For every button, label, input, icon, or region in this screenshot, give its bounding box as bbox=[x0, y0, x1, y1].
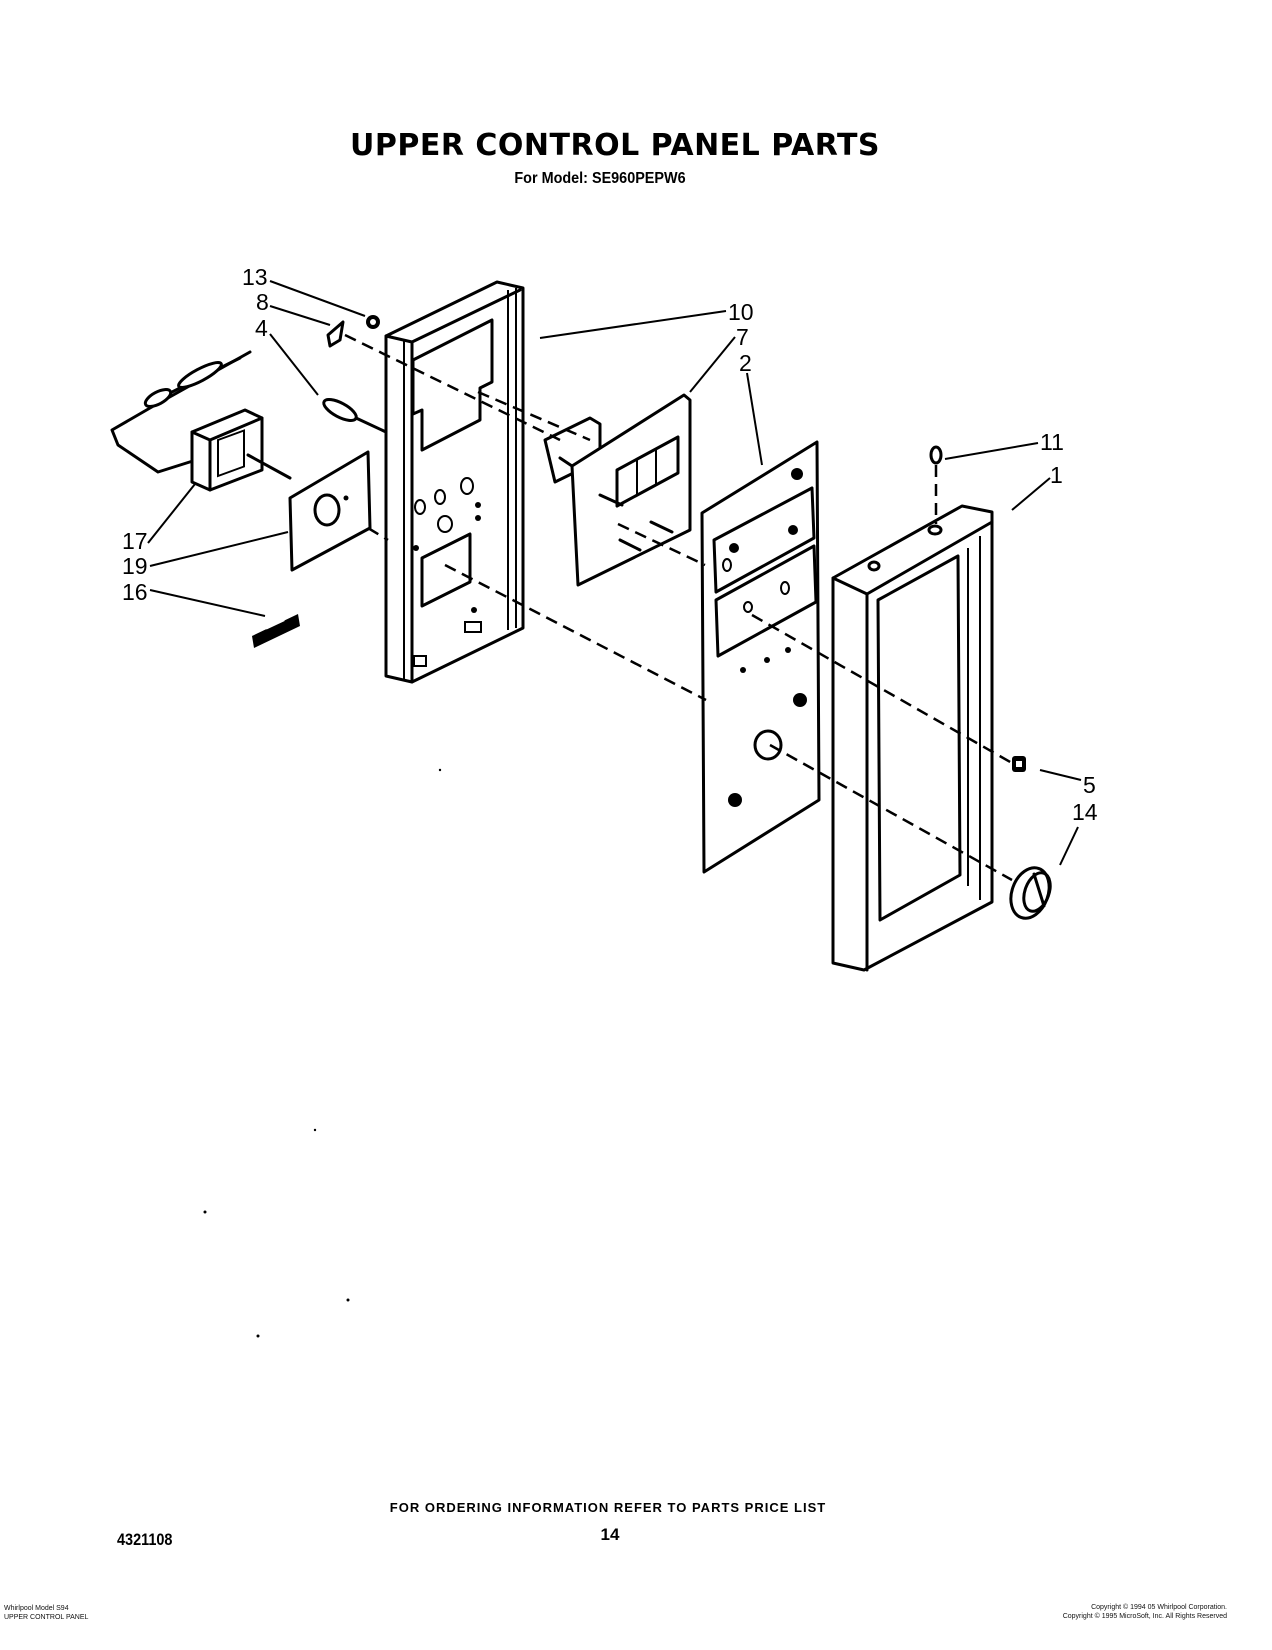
callout-11: 11 bbox=[1040, 429, 1064, 455]
scan-specks bbox=[203, 768, 442, 1338]
copyright-line1: Copyright © 1994 05 Whirlpool Corporatio… bbox=[1091, 1604, 1227, 1611]
ordering-note: FOR ORDERING INFORMATION REFER TO PARTS … bbox=[389, 1500, 827, 1515]
callout-17: 17 bbox=[122, 528, 148, 554]
callout-4: 4 bbox=[255, 315, 268, 341]
part-8-clip bbox=[326, 320, 345, 348]
part-13-nut bbox=[366, 315, 380, 329]
callout-7: 7 bbox=[736, 324, 749, 350]
callout-8: 8 bbox=[256, 289, 269, 315]
part-16-fuse bbox=[252, 614, 300, 648]
part-1-front-frame bbox=[831, 504, 994, 972]
part-7-control-board bbox=[543, 393, 692, 587]
part-17-switch-harness bbox=[110, 350, 292, 492]
page-title: UPPER CONTROL PANEL PARTS bbox=[350, 128, 881, 163]
model-caption: Whirlpool Model S94 UPPER CONTROL PANEL bbox=[4, 1604, 88, 1622]
model-caption-line2: UPPER CONTROL PANEL bbox=[4, 1614, 89, 1621]
copyright: Copyright © 1994 05 Whirlpool Corporatio… bbox=[1063, 1603, 1227, 1621]
part-19-bracket-plate bbox=[288, 450, 372, 572]
document-number: 4321108 bbox=[117, 1530, 173, 1549]
model-subtitle: For Model: SE960PEPW6 bbox=[514, 170, 686, 187]
part-14-knob bbox=[1009, 866, 1052, 920]
callout-13: 13 bbox=[242, 264, 268, 290]
model-caption-line1: Whirlpool Model S94 bbox=[4, 1605, 69, 1612]
part-10-panel-frame bbox=[384, 280, 525, 684]
callout-10: 10 bbox=[728, 299, 754, 325]
page-number: 14 bbox=[600, 1525, 620, 1544]
callout-19: 19 bbox=[122, 553, 148, 579]
callout-16: 16 bbox=[122, 579, 148, 605]
copyright-line2: Copyright © 1995 MicroSoft, Inc. All Rig… bbox=[1062, 1613, 1227, 1620]
leader-lines bbox=[147, 280, 1082, 866]
callout-5: 5 bbox=[1083, 772, 1096, 798]
callout-labels: 13 8 4 17 19 16 10 7 2 11 1 5 14 bbox=[122, 264, 1098, 825]
callout-14: 14 bbox=[1072, 799, 1098, 825]
part-2-touch-panel bbox=[700, 440, 821, 874]
part-5-clip bbox=[1012, 756, 1026, 772]
part-11-screw bbox=[929, 445, 943, 524]
part-4-thermal-fuse bbox=[322, 398, 388, 434]
assembly-lines bbox=[344, 333, 1013, 882]
callout-1: 1 bbox=[1050, 462, 1063, 488]
callout-2: 2 bbox=[739, 350, 752, 376]
